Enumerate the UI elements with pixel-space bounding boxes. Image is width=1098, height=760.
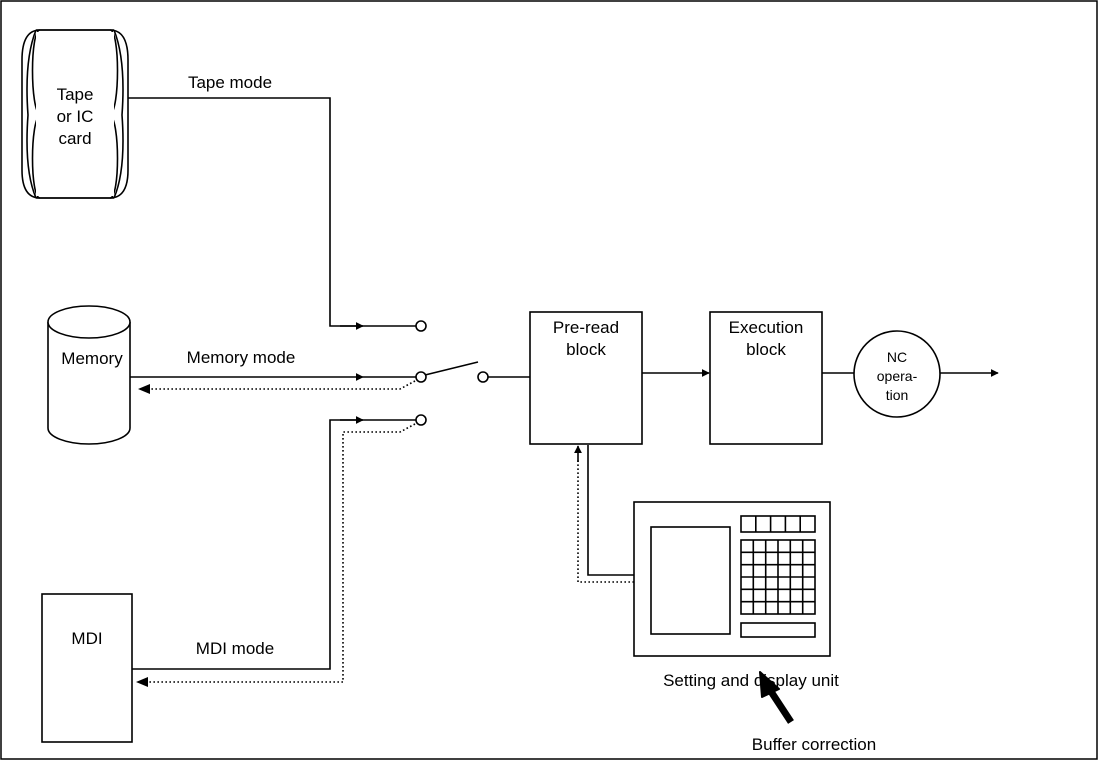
preread-label-line2: block	[566, 340, 606, 359]
execution-block: Execution block	[709, 311, 823, 445]
mode-selector-switch	[424, 361, 530, 383]
tape-label-line3: card	[58, 129, 91, 148]
setting-display-unit-label: Setting and display unit	[663, 671, 839, 690]
mdi-unit: MDI	[41, 593, 133, 743]
setting-display-unit	[633, 501, 831, 657]
nc-label-line3: tion	[886, 387, 909, 403]
tape-mode-path: Tape mode	[128, 73, 427, 332]
execution-label-line1: Execution	[729, 318, 804, 337]
mdi-mode-label: MDI mode	[196, 639, 274, 658]
tape-label-line2: or IC	[57, 107, 94, 126]
display-unit-connection	[574, 445, 634, 583]
memory-cylinder: Memory	[47, 305, 131, 445]
memory-mode-label: Memory mode	[187, 348, 296, 367]
keypad	[740, 539, 816, 615]
space-bar	[740, 622, 816, 638]
tape-mode-label: Tape mode	[188, 73, 272, 92]
memory-label: Memory	[61, 349, 123, 368]
nc-label-line2: opera-	[877, 368, 918, 384]
mdi-mode-path: MDI mode	[132, 414, 427, 687]
mdi-label: MDI	[71, 629, 102, 648]
memory-mode-path: Memory mode	[130, 348, 427, 394]
preread-block: Pre-read block	[529, 311, 643, 445]
tape-label-line1: Tape	[57, 85, 94, 104]
display-screen	[650, 526, 731, 635]
preread-label-line1: Pre-read	[553, 318, 619, 337]
nc-label-line1: NC	[887, 349, 907, 365]
buffer-correction-label: Buffer correction	[752, 735, 876, 754]
buffer-correction-arrow	[759, 671, 794, 724]
tape-source: Tape or IC card	[21, 29, 129, 199]
function-keys	[740, 515, 816, 533]
nc-operation: NC opera- tion	[853, 330, 941, 418]
execution-label-line2: block	[746, 340, 786, 359]
